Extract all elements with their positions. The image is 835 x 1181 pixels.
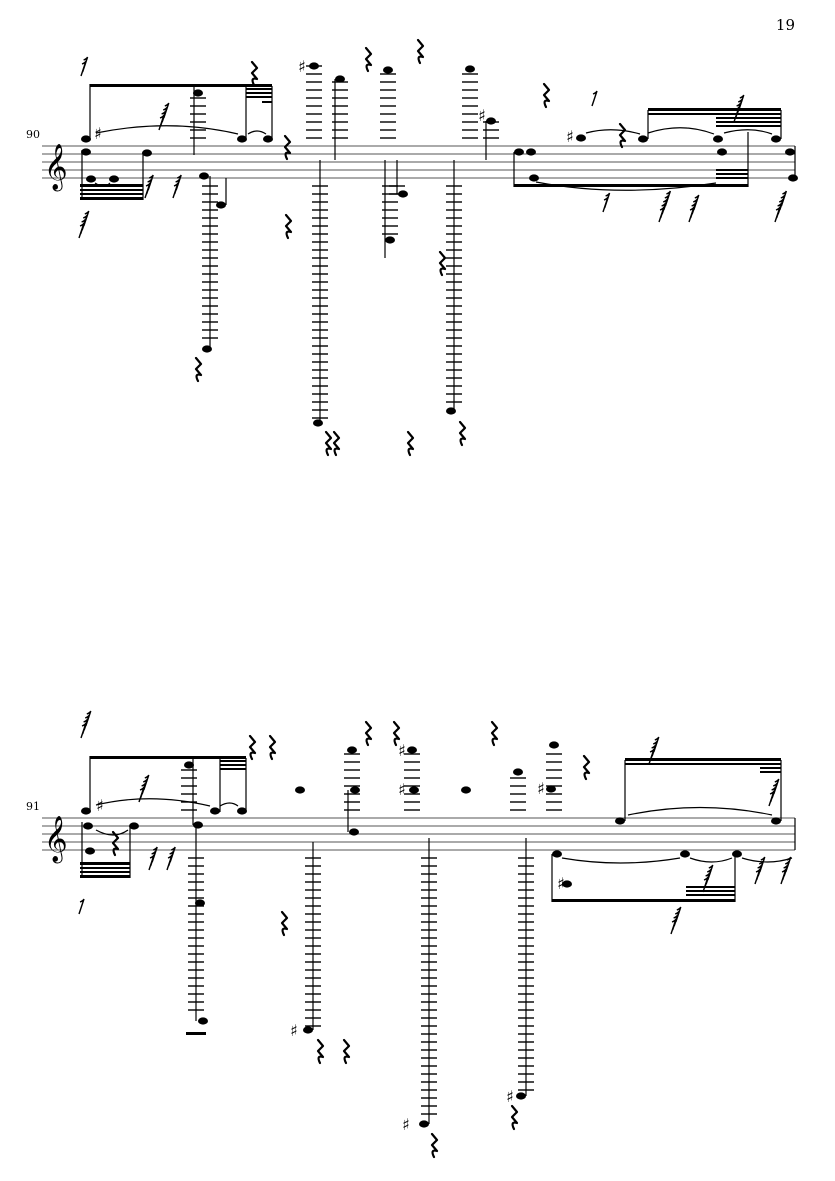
page-number: 19	[775, 16, 795, 34]
flag-rest-icon	[653, 736, 660, 753]
sharp-icon: ♯	[298, 57, 306, 76]
sharp-icon: ♯	[398, 780, 406, 799]
music-system-1: 𝄞	[42, 38, 798, 457]
tie	[723, 129, 773, 135]
sharp-icon: ♯	[566, 127, 574, 146]
flag-rest-icon	[81, 56, 89, 73]
rest-icon	[268, 734, 277, 761]
tie	[627, 806, 773, 816]
flag-rest-icon	[78, 898, 85, 915]
tie	[647, 127, 715, 135]
beam-group	[80, 84, 273, 200]
measure-number: 90	[26, 128, 40, 141]
sharp-icon: ♯	[506, 1087, 514, 1106]
sharp-icon: ♯	[290, 1021, 298, 1040]
staff	[42, 817, 796, 851]
rest-icon	[342, 1038, 351, 1065]
flag-rest-icon	[759, 856, 766, 873]
treble-clef-icon: 𝄞	[44, 816, 68, 864]
rests	[78, 710, 792, 1159]
rest-icon	[283, 134, 292, 161]
rest-icon	[324, 430, 333, 457]
tie	[689, 857, 733, 863]
rest-icon	[316, 1038, 325, 1065]
tie	[247, 130, 267, 135]
tie	[535, 181, 717, 191]
flag-rest-icon	[143, 774, 150, 791]
sharp-icon: ♯	[537, 779, 545, 798]
beam-group	[80, 756, 247, 878]
rest-icon	[248, 734, 257, 761]
rest-icon	[416, 38, 425, 65]
ledger-lines	[181, 753, 562, 1115]
tie	[219, 802, 239, 807]
sharp-icon: ♯	[94, 124, 102, 143]
sharp-icon: ♯	[478, 106, 486, 125]
rests	[78, 38, 788, 457]
rest-icon	[438, 250, 447, 277]
rest-icon	[392, 720, 401, 747]
flag-rest-icon	[773, 778, 780, 795]
rest-icon	[618, 122, 627, 149]
rest-icon	[542, 82, 551, 109]
rest-icon	[284, 213, 293, 240]
music-system-2: 𝄞	[42, 710, 796, 1159]
rest-icon	[364, 720, 373, 747]
tie	[95, 125, 239, 135]
flag-rest-icon	[83, 210, 90, 227]
flag-rest-icon	[151, 846, 158, 863]
flag-rest-icon	[664, 190, 672, 207]
ledger-lines	[190, 65, 499, 419]
flag-rest-icon	[147, 174, 154, 191]
tie	[741, 857, 793, 863]
sharp-icon: ♯	[398, 741, 406, 760]
flag-rest-icon	[693, 194, 700, 211]
flag-rest-icon	[85, 710, 92, 727]
flag-rest-icon	[738, 94, 745, 111]
rest-icon	[332, 430, 341, 457]
tie	[561, 857, 681, 864]
flag-rest-icon	[707, 864, 714, 881]
sharp-icon: ♯	[402, 1115, 410, 1134]
rest-icon	[406, 430, 415, 457]
rest-icon	[430, 1132, 439, 1159]
rest-icon	[490, 720, 499, 747]
tie	[95, 829, 129, 836]
rest-icon	[280, 910, 289, 937]
flag-rest-icon	[175, 174, 182, 191]
treble-clef-icon: 𝄞	[44, 144, 68, 192]
flag-rest-icon	[169, 846, 176, 863]
flag-rest-icon	[785, 856, 792, 873]
rest-icon	[111, 830, 120, 857]
flag-rest-icon	[591, 90, 598, 107]
flag-rest-icon	[675, 906, 682, 923]
flag-rest-icon	[780, 190, 788, 207]
noteheads	[81, 62, 798, 427]
rest-icon	[458, 420, 467, 447]
stems	[186, 758, 782, 1124]
staff	[42, 145, 796, 179]
sharp-icon: ♯	[557, 874, 565, 893]
rest-icon	[510, 1104, 519, 1131]
rest-icon	[194, 356, 203, 383]
rest-icon	[364, 46, 373, 73]
tie	[585, 129, 641, 135]
flag-rest-icon	[603, 192, 611, 209]
noteheads	[81, 741, 781, 1128]
stems	[209, 79, 782, 423]
measure-number: 91	[26, 800, 40, 813]
tie	[95, 798, 211, 807]
tie	[94, 182, 111, 187]
flag-rest-icon	[163, 102, 170, 119]
rest-icon	[582, 754, 591, 781]
rest-icon	[250, 60, 259, 87]
sharp-icon: ♯	[96, 796, 104, 815]
